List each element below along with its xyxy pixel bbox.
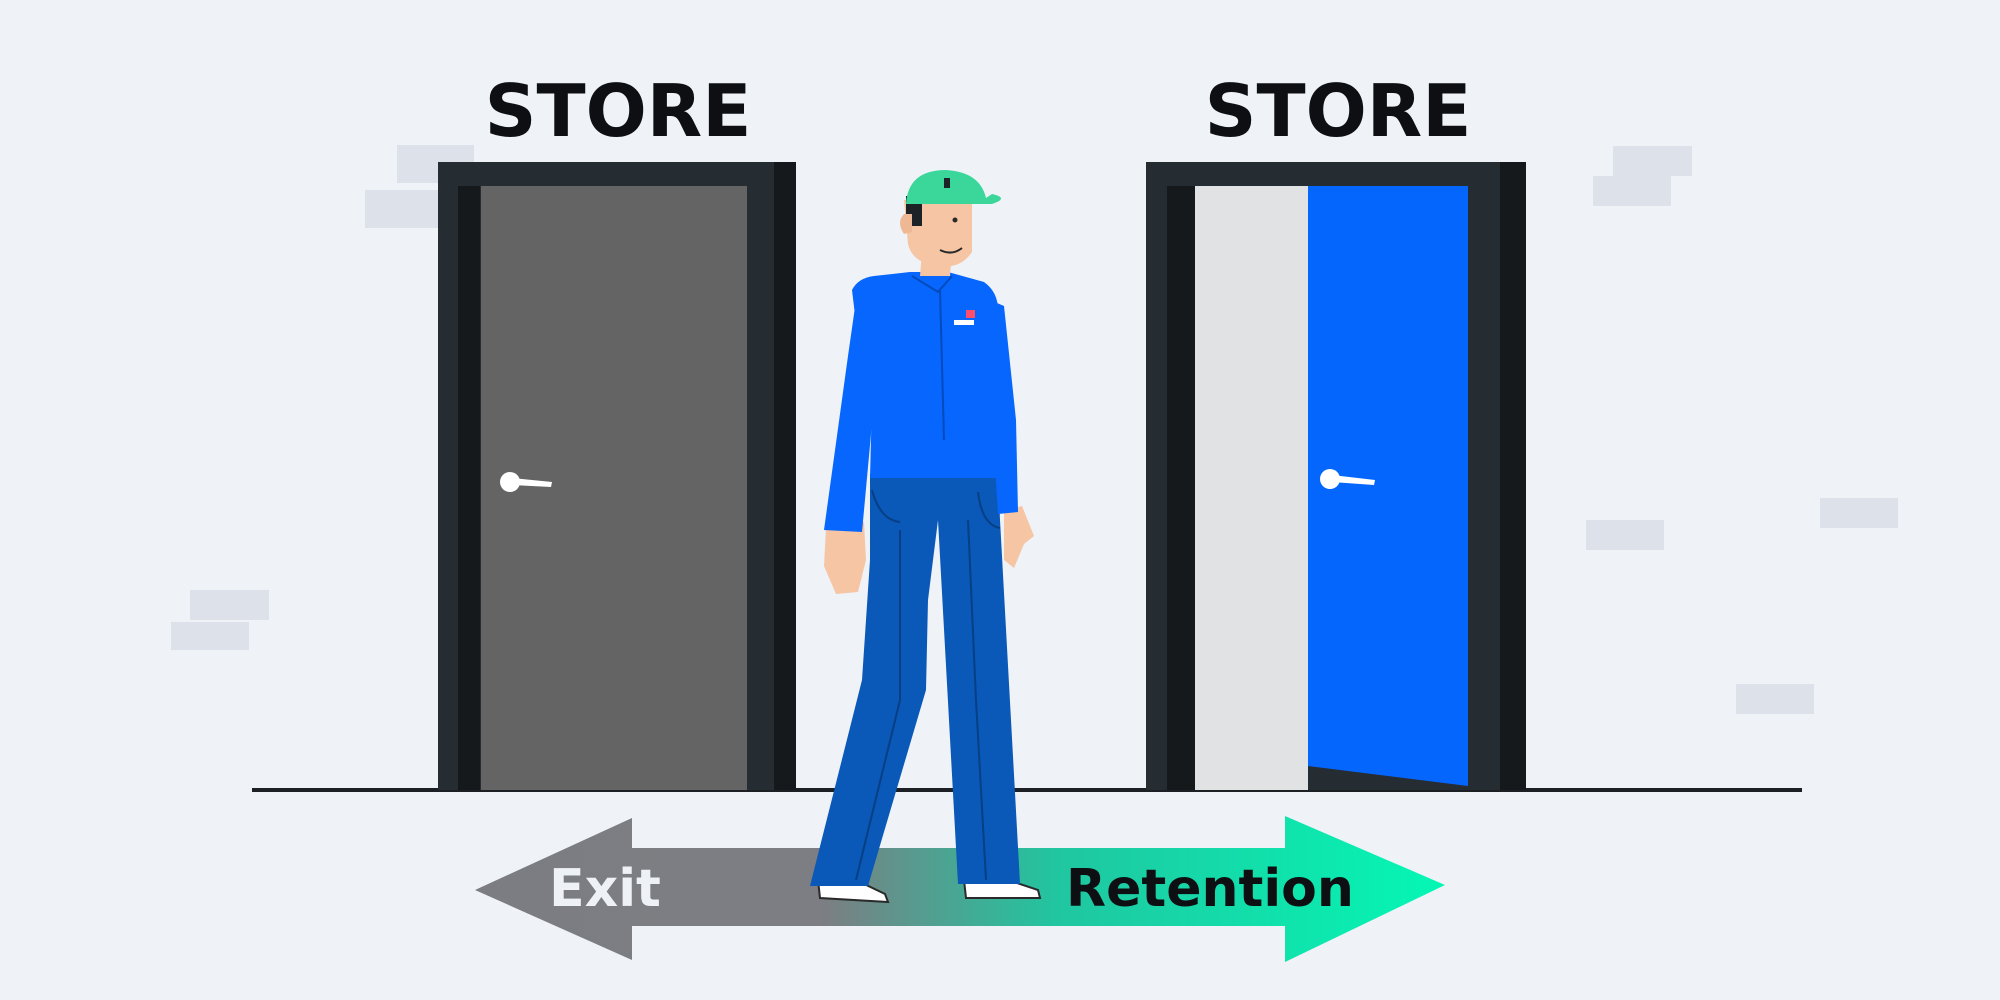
right-store-door: [1146, 162, 1526, 790]
shirt-collar: [911, 275, 953, 294]
left-door-inner-shadow-right: [774, 162, 796, 790]
cap-icon: [906, 170, 1001, 204]
left-door-panel: [481, 186, 747, 790]
exit-retention-arrow: [475, 816, 1445, 962]
right-door-inner-shadow-right: [1500, 162, 1526, 790]
floor-line: [252, 788, 1802, 792]
eye: [952, 217, 958, 223]
right-door-opening: [1195, 186, 1308, 790]
ear: [900, 214, 912, 234]
right-door-inner-shadow: [1167, 186, 1195, 790]
shirt: [852, 272, 998, 478]
right-hand: [1004, 506, 1034, 568]
smile: [939, 247, 963, 254]
shirt-badge-logo: [966, 310, 975, 318]
wall-bricks: [171, 145, 1898, 714]
exit-arrow-label: Exit: [549, 859, 661, 919]
left-door-inner-shadow: [458, 186, 480, 790]
pants-crease-left: [855, 530, 901, 881]
pants-crease-right: [967, 519, 987, 881]
store-worker-figure: [810, 170, 1042, 904]
retention-arrow-label: Retention: [1066, 859, 1354, 919]
left-store-door: [438, 162, 796, 790]
right-sleeve: [990, 300, 1018, 514]
left-hand: [824, 522, 866, 594]
left-door-handle-icon: [500, 472, 552, 492]
shirt-placket: [939, 289, 945, 441]
left-store-sign: STORE: [485, 69, 752, 153]
cap-logo: [944, 178, 950, 188]
pants-pocket-left: [871, 489, 901, 523]
right-door-handle-icon: [1320, 469, 1375, 489]
pants: [810, 474, 1020, 886]
pants-pocket-right: [977, 491, 1001, 529]
right-door-panel: [1308, 186, 1468, 786]
shirt-badge: [954, 320, 974, 325]
right-store-sign: STORE: [1205, 69, 1472, 153]
